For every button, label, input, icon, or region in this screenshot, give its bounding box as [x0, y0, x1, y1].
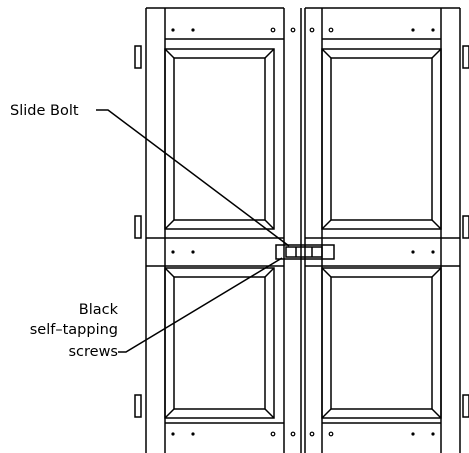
right-upper-panel: [321, 48, 442, 230]
left-upper-panel: [164, 48, 275, 230]
slide-bolt-label: Slide Bolt: [10, 103, 79, 119]
left-door: [145, 7, 285, 453]
slide-bolt: [275, 244, 335, 260]
screws-leader: [118, 257, 283, 353]
left-lower-panel: [164, 267, 275, 419]
slide-bolt-leader: [96, 109, 290, 247]
left-hinges: [134, 45, 142, 418]
right-lower-panel: [321, 267, 442, 419]
right-hinges: [462, 45, 469, 418]
screws: [171, 27, 435, 437]
screws-label-line1: Black: [79, 302, 119, 318]
right-door: [304, 7, 461, 453]
screws-label-line2: self–tapping: [30, 322, 118, 338]
screws-label-line3: screws: [68, 344, 118, 360]
